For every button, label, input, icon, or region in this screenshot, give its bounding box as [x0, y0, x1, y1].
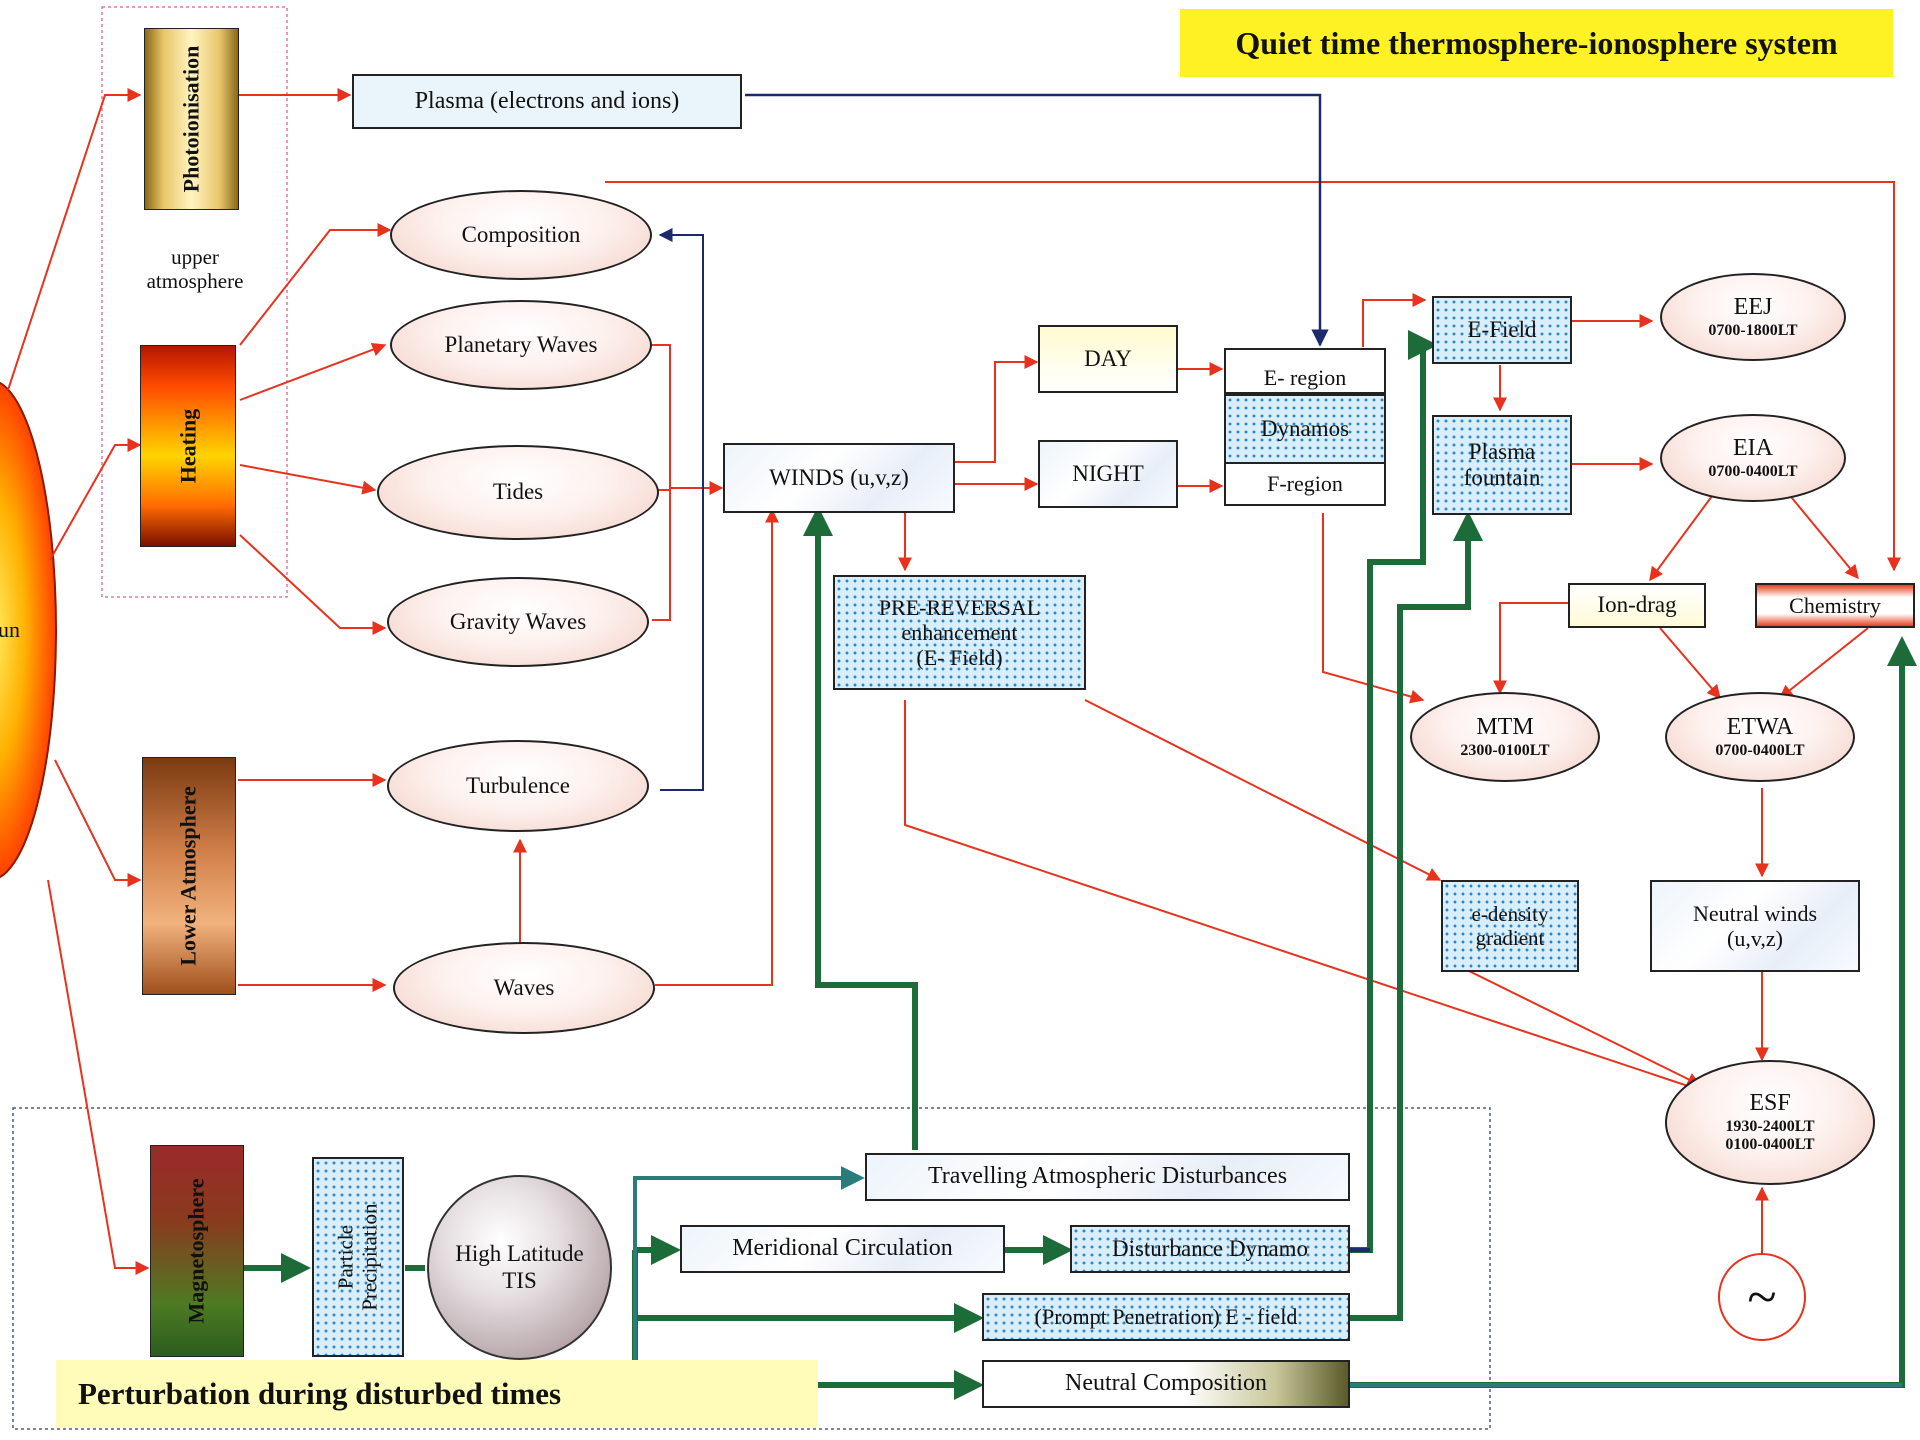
mtm-time: 2300-0100LT: [1460, 741, 1550, 759]
turbulence-ellipse: Turbulence: [387, 740, 649, 832]
tilde-circle: [1718, 1253, 1806, 1341]
meridional-circulation-box: Meridional Circulation: [680, 1225, 1005, 1273]
etwa-label: ETWA: [1726, 714, 1794, 740]
eej-time: 0700-1800LT: [1708, 321, 1798, 339]
magnetosphere-label: Magnetosphere: [184, 1178, 209, 1324]
heating-bar: Heating: [140, 345, 236, 547]
etwa-ellipse: ETWA 0700-0400LT: [1665, 692, 1855, 782]
eia-ellipse: EIA 0700-0400LT: [1660, 414, 1846, 502]
prompt-penetration-box: (Prompt Penetration) E - field: [982, 1293, 1350, 1341]
magnetosphere-bar: Magnetosphere: [150, 1145, 244, 1357]
winds-box: WINDS (u,v,z): [723, 443, 955, 513]
ion-drag-box: Ion-drag: [1568, 583, 1706, 628]
planetary-waves-ellipse: Planetary Waves: [390, 300, 652, 390]
eia-label: EIA: [1733, 435, 1773, 461]
eia-time: 0700-0400LT: [1708, 462, 1798, 480]
waves-ellipse: Waves: [393, 942, 655, 1034]
sun-shape: [0, 381, 57, 879]
upper-atmosphere-label: upper atmosphere: [146, 244, 244, 293]
e-region-box: E- region: [1224, 348, 1386, 394]
tad-box: Travelling Atmospheric Disturbances: [865, 1153, 1350, 1201]
etwa-time: 0700-0400LT: [1715, 741, 1805, 759]
esf-time-1: 1930-2400LT: [1725, 1117, 1815, 1135]
mtm-ellipse: MTM 2300-0100LT: [1410, 692, 1600, 782]
plasma-fountain-box: Plasma fountain: [1432, 415, 1572, 515]
night-box: NIGHT: [1038, 440, 1178, 508]
esf-label: ESF: [1749, 1090, 1791, 1117]
photoionisation-label: Photoionisation: [178, 45, 204, 193]
heating-label: Heating: [175, 408, 200, 484]
upper-atmosphere-frame: [101, 6, 288, 598]
eej-label: EEJ: [1733, 294, 1773, 320]
particle-precipitation-box: Particle Precipitation: [312, 1157, 404, 1357]
neutral-winds-box: Neutral winds (u,v,z): [1650, 880, 1860, 972]
high-latitude-tis-circle: High Latitude TIS: [427, 1175, 612, 1360]
pre-reversal-box: PRE-REVERSAL enhancement (E- Field): [833, 575, 1086, 690]
lower-atmosphere-label: Lower Atmosphere: [176, 786, 202, 966]
disturbance-dynamo-box: Disturbance Dynamo: [1070, 1225, 1350, 1273]
sun-label: Sun: [0, 617, 20, 643]
plasma-box: Plasma (electrons and ions): [352, 74, 742, 129]
eej-ellipse: EEJ 0700-1800LT: [1660, 273, 1846, 361]
perturbation-title: Perturbation during disturbed times: [56, 1360, 818, 1428]
dynamos-box: Dynamos: [1224, 394, 1386, 464]
tides-ellipse: Tides: [377, 445, 659, 540]
mtm-label: MTM: [1476, 714, 1534, 740]
page-title: Quiet time thermosphere-ionosphere syste…: [1180, 9, 1893, 77]
perturbation-frame: [12, 1107, 1491, 1430]
e-density-gradient-box: e-density gradient: [1441, 880, 1579, 972]
esf-time-2: 0100-0400LT: [1725, 1136, 1815, 1154]
tilde-label: ~: [1747, 1266, 1777, 1327]
neutral-composition-box: Neutral Composition: [982, 1360, 1350, 1408]
particle-precipitation-label: Particle Precipitation: [333, 1203, 382, 1311]
e-field-box: E-Field: [1432, 296, 1572, 364]
photoionisation-bar: Photoionisation: [144, 28, 239, 210]
gravity-waves-ellipse: Gravity Waves: [387, 577, 649, 667]
day-box: DAY: [1038, 325, 1178, 393]
esf-ellipse: ESF 1930-2400LT 0100-0400LT: [1665, 1060, 1875, 1185]
chemistry-box: Chemistry: [1755, 583, 1915, 628]
f-region-box: F-region: [1224, 462, 1386, 506]
composition-ellipse: Composition: [390, 190, 652, 280]
lower-atmosphere-bar: Lower Atmosphere: [142, 757, 236, 995]
